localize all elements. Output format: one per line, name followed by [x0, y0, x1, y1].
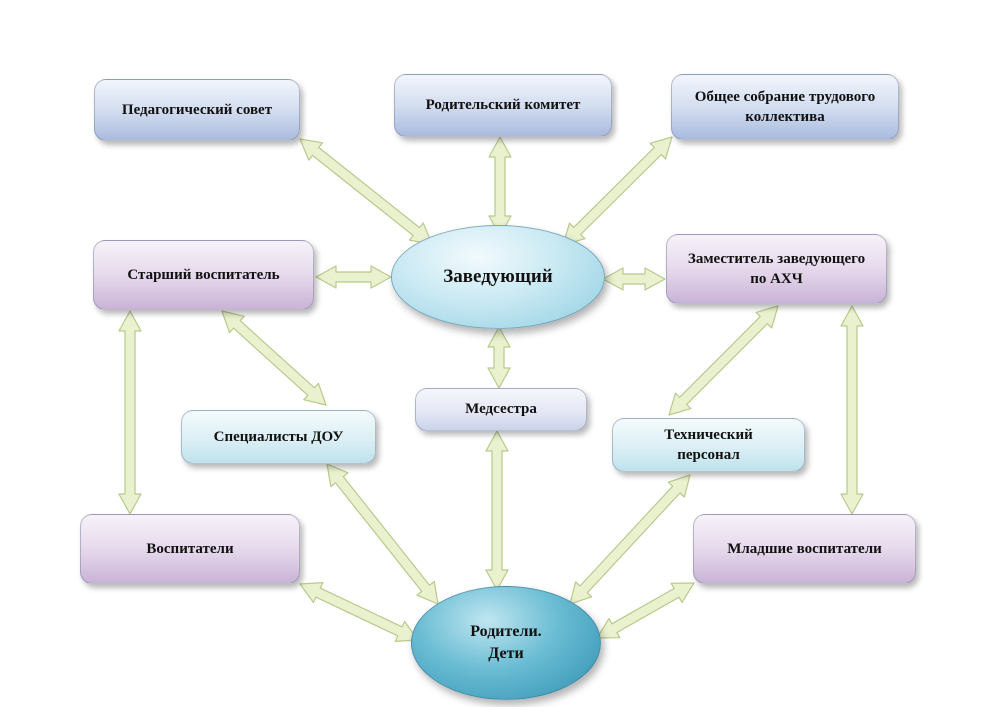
double-arrow	[488, 136, 512, 237]
double-arrow	[562, 136, 673, 246]
node-senior-teacher[interactable]: Старший воспитатель	[93, 240, 314, 310]
node-label: Медсестра	[465, 401, 537, 418]
double-arrow	[326, 463, 439, 605]
node-parents-children[interactable]: Родители. Дети	[411, 586, 601, 700]
node-general-meeting[interactable]: Общее собрание трудового коллектива	[671, 74, 899, 140]
node-specialists[interactable]: Специалисты ДОУ	[181, 410, 376, 464]
double-arrow	[118, 310, 142, 515]
node-parents-committee[interactable]: Родительский комитет	[394, 74, 612, 137]
node-nurse[interactable]: Медсестра	[415, 388, 587, 431]
node-label-line2: Дети	[488, 645, 524, 662]
node-deputy-head[interactable]: Заместитель заведующего по АХЧ	[666, 234, 887, 304]
node-label: Технический персонал	[664, 426, 753, 463]
double-arrow	[668, 305, 779, 416]
node-label: Заведующий	[443, 266, 553, 287]
node-ped-council[interactable]: Педагогический совет	[94, 79, 300, 141]
double-arrow	[221, 310, 327, 406]
double-arrow	[315, 265, 392, 289]
double-arrow	[299, 138, 433, 245]
double-arrow	[596, 582, 695, 639]
node-label-line1: Родители.	[470, 623, 542, 641]
node-label: Младшие воспитатели	[727, 540, 882, 557]
node-junior-teachers[interactable]: Младшие воспитатели	[693, 514, 916, 584]
node-teachers[interactable]: Воспитатели	[80, 514, 300, 584]
node-label: Специалисты ДОУ	[213, 428, 344, 445]
node-label: Старший воспитатель	[127, 266, 280, 283]
double-arrow	[485, 430, 509, 591]
node-label: Заместитель заведующего по АХЧ	[687, 250, 866, 287]
double-arrow	[487, 326, 511, 389]
node-tech-staff[interactable]: Технический персонал	[612, 418, 805, 472]
double-arrow	[602, 267, 666, 291]
node-label: Педагогический совет	[121, 101, 273, 118]
node-label: Родительский комитет	[425, 97, 581, 114]
double-arrow	[840, 305, 864, 515]
node-head[interactable]: Заведующий	[391, 225, 605, 329]
node-label: Воспитатели	[146, 540, 234, 557]
node-label: Родители. Дети	[470, 621, 541, 664]
node-label: Общее собрание трудового коллектива	[694, 88, 876, 125]
double-arrow	[299, 581, 419, 643]
